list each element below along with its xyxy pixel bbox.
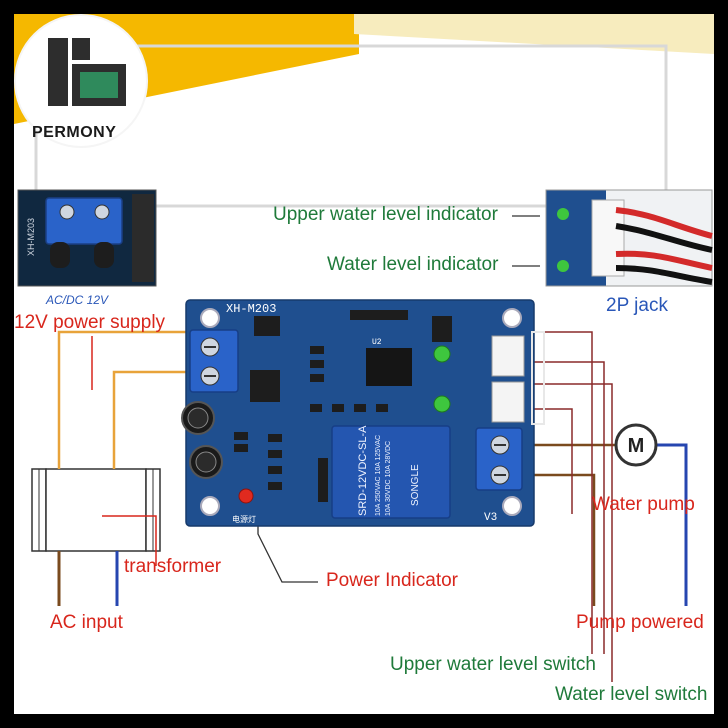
- wire-upper-switch-1: [524, 331, 593, 654]
- led-upper: [433, 345, 451, 363]
- relay-model: SRD-12VDC-SL-A: [357, 425, 369, 516]
- inset-caption: AC/DC 12V: [45, 293, 109, 307]
- logo-mark-icon: [48, 38, 126, 106]
- board-model: XH-M203: [226, 302, 276, 316]
- wire-water-switch-2: [524, 408, 573, 514]
- corner-label: V3: [484, 512, 497, 524]
- wire-upper-switch-2: [524, 361, 605, 654]
- yellow-corner-right: [354, 14, 714, 54]
- label-pump-powered: Pump powered: [576, 612, 704, 633]
- brand-logo: PERMONY: [16, 16, 146, 146]
- relay-spec-1: 10A 250VAC 10A 125VAC: [375, 435, 382, 516]
- transformer-leader: [102, 515, 157, 566]
- inset-terminal-photo: [17, 189, 157, 287]
- wiring-diagram: XH-M203 U2 V3 电源灯 SRD-12VDC-SL-A 10A 250…: [14, 14, 714, 682]
- mount-hole-bl: [200, 496, 220, 516]
- mount-hole-tr: [502, 308, 522, 328]
- wire-supply-1: [57, 330, 190, 469]
- label-water-indicator: Water level indicator: [327, 254, 499, 275]
- motor-circle: [614, 423, 658, 467]
- label-upper-switch: Upper water level switch: [390, 654, 596, 675]
- led-lower: [433, 395, 451, 413]
- label-transformer: transformer: [124, 556, 222, 577]
- wire-pump-brown: [518, 473, 596, 606]
- jack-lower: [491, 381, 525, 423]
- brand-name: PERMONY: [32, 124, 117, 141]
- motor-symbol: M: [628, 435, 645, 457]
- relay-brand: SONGLE: [410, 464, 421, 506]
- power-led-label: 电源灯: [232, 514, 256, 525]
- mount-hole-tl: [200, 308, 220, 328]
- mount-hole-br: [502, 496, 522, 516]
- chip-label: U2: [372, 338, 382, 347]
- wire-water-switch-1: [524, 383, 613, 682]
- label-power-supply: 12V power supply: [14, 312, 166, 333]
- led-power: [238, 488, 254, 504]
- label-ac-input: AC input: [50, 612, 123, 633]
- label-jack: 2P jack: [606, 295, 668, 316]
- pcb-board: [181, 299, 545, 527]
- jack-upper: [491, 335, 525, 377]
- wire-supply-2: [112, 370, 190, 469]
- label-upper-indicator: Upper water level indicator: [273, 204, 498, 225]
- label-power-indicator: Power Indicator: [326, 570, 459, 591]
- relay-spec-2: 10A 30VDC 10A 28VDC: [385, 441, 392, 516]
- inset-model: XH-M203: [26, 218, 36, 256]
- inset-jack-photo: [545, 189, 713, 287]
- ic-chip: [366, 348, 412, 386]
- label-water-switch: Water level switch: [555, 684, 708, 705]
- relay: [331, 425, 451, 519]
- regulator: [250, 370, 280, 402]
- output-terminal: [475, 427, 523, 491]
- diagram-canvas: XH-M203 U2 V3 电源灯 SRD-12VDC-SL-A 10A 250…: [14, 14, 714, 714]
- wire-motor-blue: [654, 443, 688, 606]
- transformer-body: [31, 468, 161, 552]
- label-water-pump: Water pump: [592, 494, 695, 515]
